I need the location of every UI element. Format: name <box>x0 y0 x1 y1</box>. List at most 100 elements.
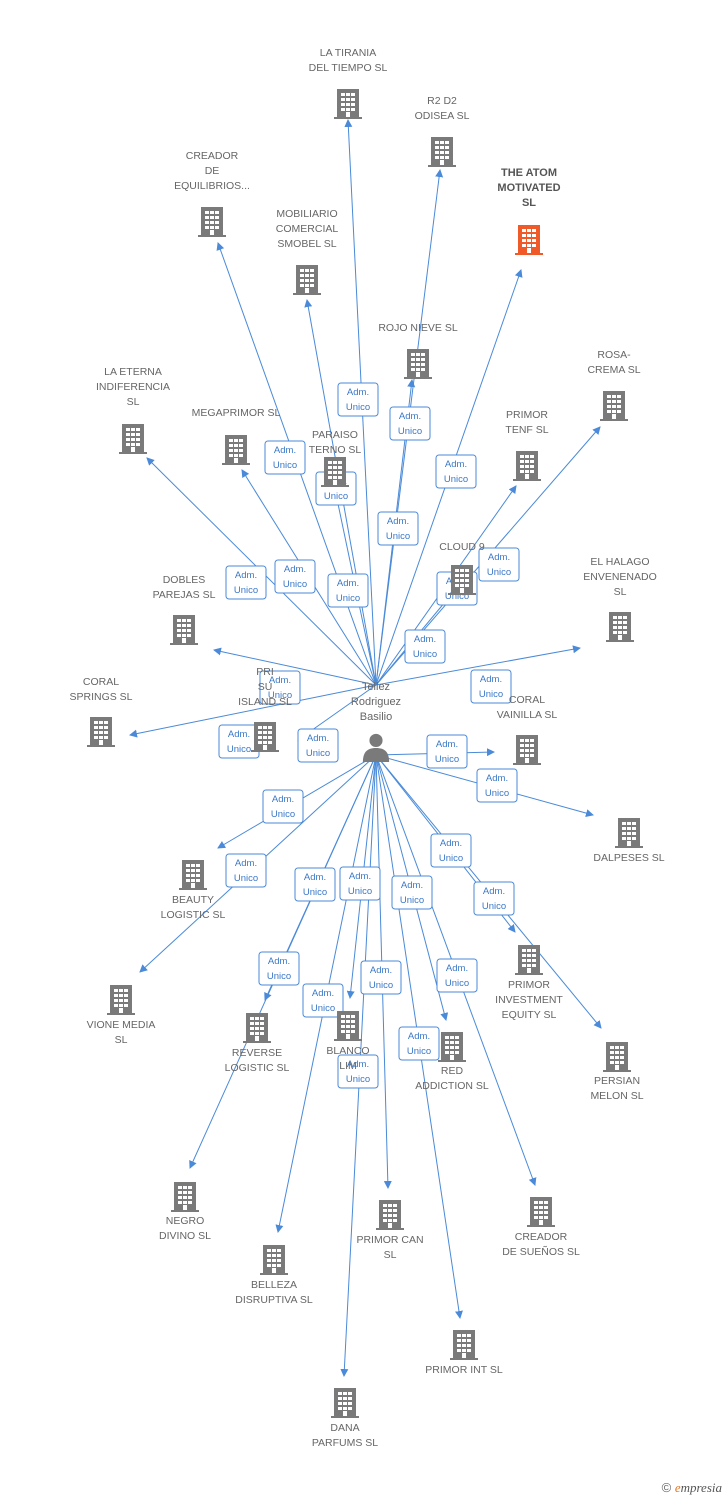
building-icon <box>87 717 115 747</box>
role-badge-dobles-parejas[interactable]: Adm. Unico <box>259 670 301 705</box>
role-badge-line-1: Adm. <box>347 387 369 398</box>
role-badge-line-1: Adm. <box>440 838 462 849</box>
company-node-la-tirania[interactable]: LA TIRANIA DEL TIEMPO SL <box>309 47 388 119</box>
company-name-line-1: ROSA- <box>597 349 631 361</box>
role-badge-el-halago[interactable]: Adm. Unico <box>470 669 512 704</box>
role-badge-rosa-crema[interactable]: Adm.Unico <box>478 547 520 582</box>
role-badge-blanco-lim[interactable]: Adm. Unico <box>339 866 381 901</box>
role-badge-primor-sun[interactable]: Adm.Unico <box>297 728 339 763</box>
role-badge-the-atom[interactable]: Adm.Unico <box>435 454 477 489</box>
role-badge-paraiso[interactable]: Adm.Unico <box>327 573 369 608</box>
company-node-creador-equilibrios[interactable]: CREADORDEEQUILIBRIOS... <box>174 150 250 237</box>
company-node-rojo-nieve[interactable]: ROJO NIEVE SL <box>378 322 458 379</box>
role-badge-rojo-nieve[interactable]: Adm.Unico <box>377 511 419 546</box>
company-node-rosa-crema[interactable]: ROSA-CREMA SL <box>587 349 641 421</box>
role-badge-primor-investment[interactable]: Adm. Unico <box>430 833 472 868</box>
role-badge-line-1: Adm. <box>349 871 371 882</box>
role-badge-line-1: Adm. <box>480 674 502 685</box>
brand-logo-rest[interactable]: mpresia <box>680 1480 722 1495</box>
role-badge-box <box>473 881 515 916</box>
role-badge-line-2: Unico <box>234 873 258 884</box>
company-name-line-2: SPRINGS SL <box>69 691 132 703</box>
company-name-line-3: SL <box>522 197 536 209</box>
role-badge-negro-divino[interactable]: Adm.Unico <box>258 951 300 986</box>
role-badge-dalpeses[interactable]: Adm.Unico <box>476 768 518 803</box>
role-badge-primor-can[interactable]: Adm.Unico <box>360 960 402 995</box>
company-name-line-1: PRIMOR CAN <box>356 1234 423 1246</box>
building-icon <box>404 349 432 379</box>
role-badge-la-eterna[interactable]: Adm.Unico <box>225 565 267 600</box>
role-badge-belleza[interactable]: Adm.Unico <box>302 983 344 1018</box>
role-badge-r2d2[interactable]: Adm.Unico <box>389 406 431 441</box>
role-badge-creador-equilibrios[interactable]: Adm.Unico <box>264 440 306 475</box>
role-badge-coral-vainilla[interactable]: Adm.Unico <box>426 734 468 769</box>
role-badge-box <box>435 454 477 489</box>
role-badge-vione-media[interactable]: Adm.Unico <box>225 853 267 888</box>
role-badge-line-1: Adm. <box>269 675 291 686</box>
role-badge-persian-melon[interactable]: Adm.Unico <box>473 881 515 916</box>
role-badge-line-2: Unico <box>348 886 372 897</box>
role-badge-box <box>225 565 267 600</box>
company-node-dalpeses[interactable]: DALPESES SL <box>593 818 665 864</box>
company-node-cloud9[interactable]: CLOUD 9 <box>439 541 485 595</box>
role-badge-primor-int[interactable]: Adm.Unico <box>398 1026 440 1061</box>
role-badge-reverse-logistic[interactable]: Adm.Unico <box>294 867 336 902</box>
role-badge-line-1: Adm. <box>488 552 510 563</box>
building-icon <box>170 615 198 645</box>
company-node-megaprimor[interactable]: MEGAPRIMOR SL <box>192 407 281 465</box>
company-name-line-1: DALPESES SL <box>593 852 664 864</box>
company-name-line-3: EQUILIBRIOS... <box>174 180 250 192</box>
role-badge-line-1: Adm. <box>399 411 421 422</box>
brand-logo-first[interactable]: e <box>674 1480 681 1495</box>
company-node-primor-int[interactable]: PRIMOR INT SL <box>425 1330 503 1376</box>
company-name-line-1: BELLEZA <box>251 1279 297 1291</box>
role-badge-la-tirania[interactable]: Adm.Unico <box>337 382 379 417</box>
role-badge-box <box>426 734 468 769</box>
role-badge-creador-suenos[interactable]: Adm.Unico <box>436 958 478 993</box>
role-badge-line-2: Unico <box>268 690 292 701</box>
company-name-line-1: THE ATOM <box>501 167 557 179</box>
role-badge-dana-parfums[interactable]: Adm.Unico <box>337 1054 379 1089</box>
company-name-line-1: LA TIRANIA <box>320 47 376 59</box>
company-name-line-1: EL HALAGO <box>590 556 649 568</box>
company-name-line-2: DEL TIEMPO SL <box>309 62 388 74</box>
role-badge-line-2: Unico <box>439 853 463 864</box>
role-badge-cloud9[interactable]: Adm.Unico <box>404 629 446 664</box>
role-badge-box <box>377 511 419 546</box>
role-badge-beauty-logistic[interactable]: Adm.Unico <box>262 789 304 824</box>
role-badge-red-addiction[interactable]: Adm.Unico <box>391 875 433 910</box>
role-badge-line-2: Unico <box>479 689 503 700</box>
person-icon <box>362 733 390 762</box>
role-badge-box <box>302 983 344 1018</box>
role-badge-line-2: Unico <box>435 754 459 765</box>
role-badge-megaprimor[interactable]: Adm.Unico <box>274 559 316 594</box>
role-badge-coral-springs[interactable]: Adm.Unico <box>218 724 260 759</box>
role-badge-line-1: Adm. <box>272 794 294 805</box>
building-icon <box>251 722 279 752</box>
company-name-line-2: MELON SL <box>590 1090 643 1102</box>
person-node[interactable]: Tellez Rodriguez Basilio <box>351 681 401 762</box>
